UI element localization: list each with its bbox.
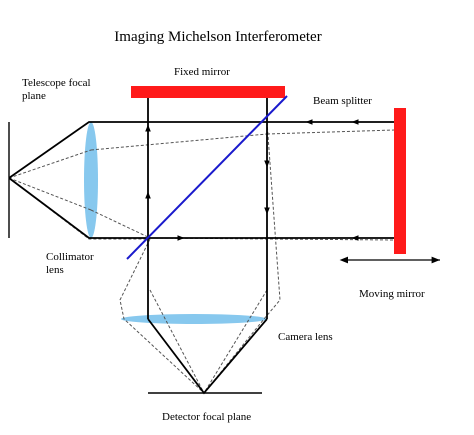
moving-mirror: [394, 108, 406, 254]
detector-focal-plane-label: Detector focal plane: [162, 411, 251, 423]
diagram-title: Imaging Michelson Interferometer: [114, 29, 321, 45]
camera-lens: [121, 314, 267, 324]
beam-splitter-label: Beam splitter: [313, 95, 372, 107]
camera-lens-label: Camera lens: [278, 331, 333, 343]
solid-rays: [8, 98, 394, 395]
collimator-lens: [84, 122, 98, 238]
telescope-focal-plane-label-line1: Telescope focal: [22, 77, 91, 89]
collimator-lens-label-line2: lens: [46, 264, 64, 276]
collimator-lens-label-line1: Collimator: [46, 251, 94, 263]
moving-mirror-label: Moving mirror: [359, 288, 425, 300]
telescope-focal-plane-label-line2: plane: [22, 90, 46, 102]
fixed-mirror: [131, 86, 285, 98]
direction-arrows: [145, 119, 359, 241]
fixed-mirror-label: Fixed mirror: [174, 66, 230, 78]
beam-splitter: [126, 95, 288, 260]
